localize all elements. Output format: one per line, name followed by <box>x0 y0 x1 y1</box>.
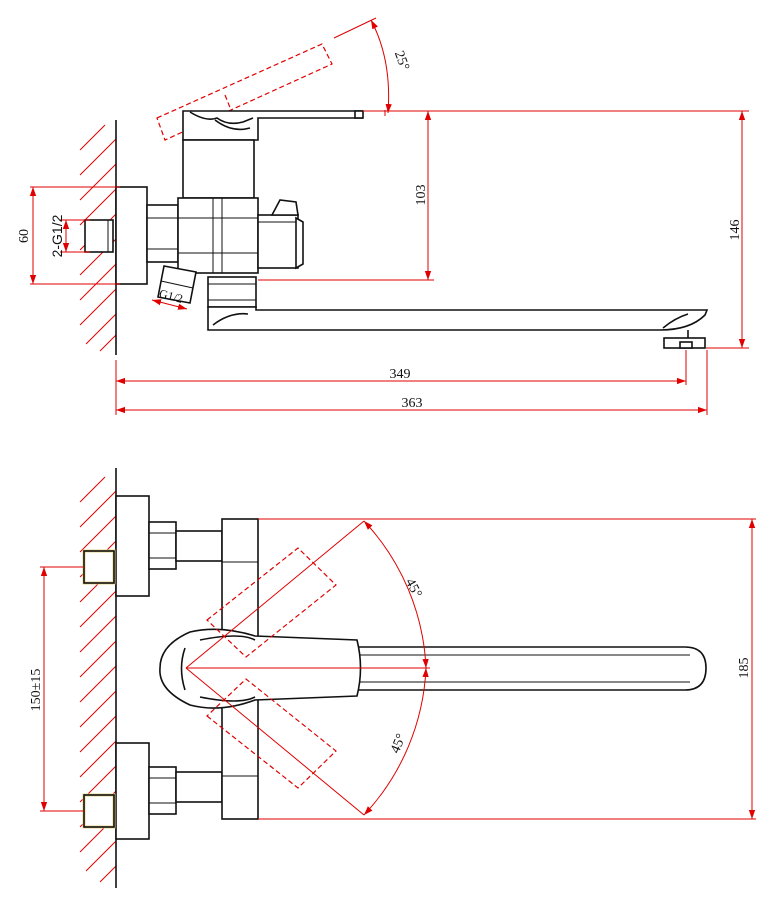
dim-line-g12-outlet <box>151 299 188 310</box>
dim-text-45-upper: 45° <box>402 576 424 600</box>
dim-arc-45-upper <box>363 520 429 669</box>
dim-text-2-g12: 2-G1/2 <box>49 214 65 257</box>
cartridge-housing <box>182 139 255 199</box>
lower-inlet <box>82 742 223 840</box>
dim-text-150: 150±15 <box>29 669 44 712</box>
dim-text-103: 103 <box>414 185 429 206</box>
dim-text-349: 349 <box>390 367 411 382</box>
dim-text-45-lower: 45° <box>388 732 409 756</box>
lever-top <box>159 628 362 709</box>
dim-arc-45-lower <box>363 667 429 816</box>
dim-text-185: 185 <box>737 658 752 679</box>
dim-text-g12-outlet: G1/2 <box>158 286 185 306</box>
upper-inlet <box>82 495 223 597</box>
spout <box>207 306 709 331</box>
top-view: 45° 45° 185 150±15 <box>29 468 756 888</box>
side-view: 25° 103 146 60 2-G1/2 G1/2 349 363 <box>17 17 749 415</box>
lever-rotated-outline <box>156 43 333 141</box>
shower-outlet-nut <box>157 265 197 304</box>
dim-arc-25 <box>370 19 392 114</box>
dim-text-146: 146 <box>728 220 743 241</box>
lever-rotated-lower <box>206 678 337 789</box>
eccentric-nut <box>146 204 179 263</box>
valve-body <box>177 197 259 274</box>
dim-text-25: 25° <box>391 49 412 73</box>
dim-text-60: 60 <box>17 229 32 243</box>
dim-text-363: 363 <box>402 396 423 411</box>
spout-swivel <box>207 276 257 308</box>
lever-rotated-upper <box>206 547 337 658</box>
wall-flange <box>115 186 148 285</box>
lever-handle <box>182 110 364 141</box>
diverter-knob <box>257 199 304 270</box>
wall-connector <box>84 219 114 253</box>
